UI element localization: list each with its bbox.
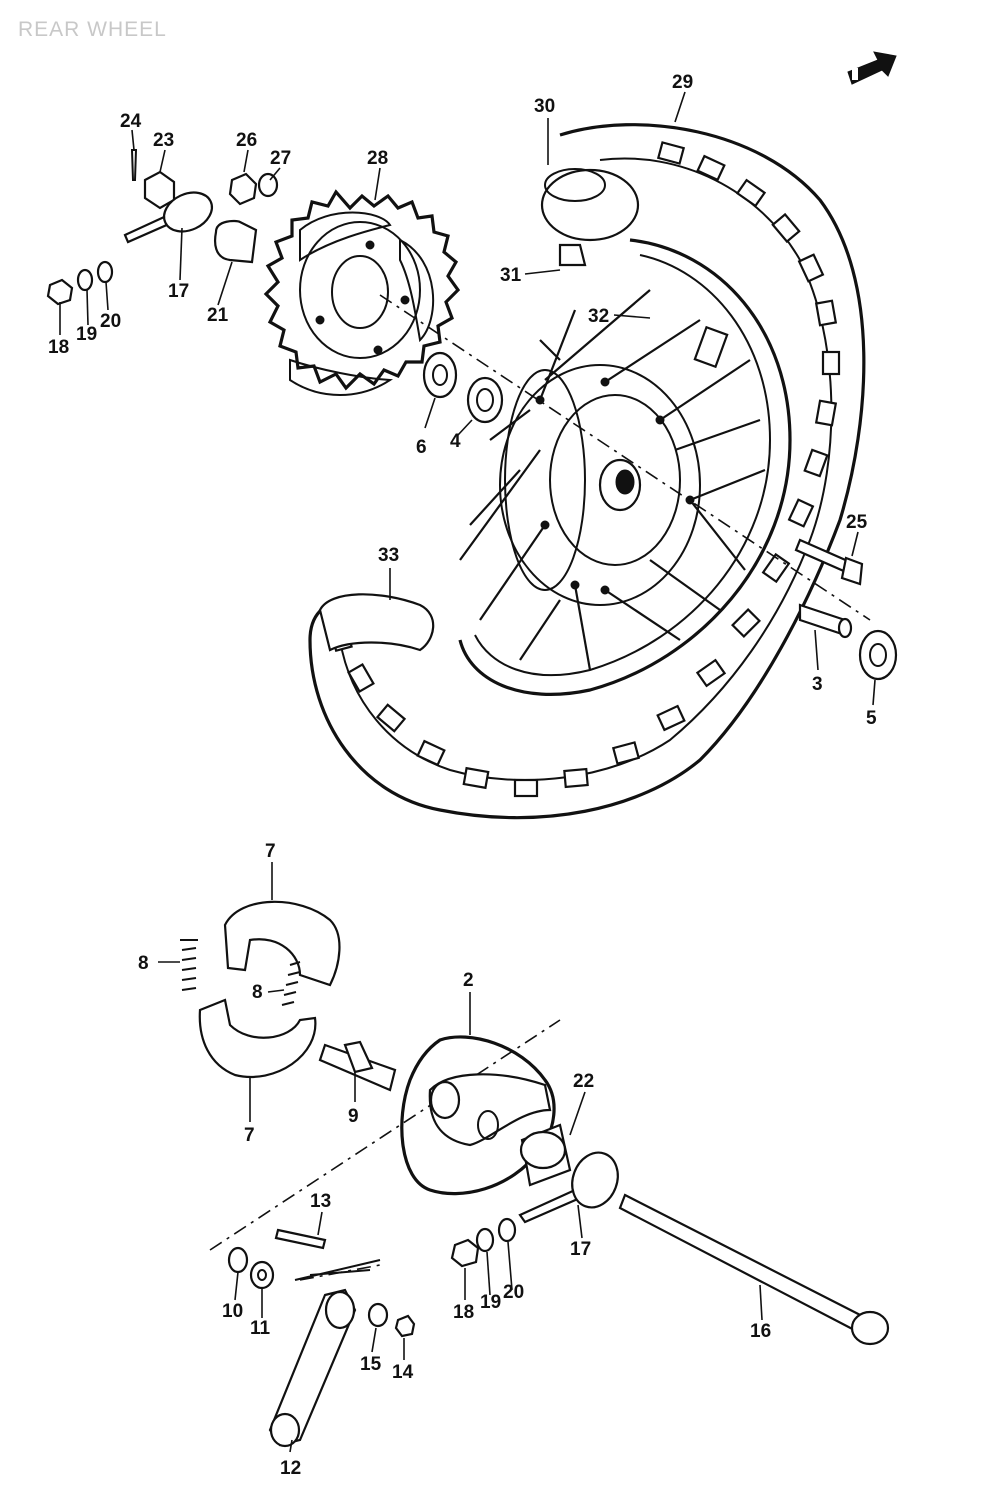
- callout-18: 18: [48, 337, 69, 358]
- callout-25: 25: [846, 512, 868, 533]
- callout-8-left: 8: [138, 953, 149, 974]
- bearing-4: [466, 376, 504, 424]
- callout-33: 33: [378, 545, 399, 566]
- spacer-22: [519, 1123, 572, 1187]
- hub: [499, 364, 701, 606]
- callout-10: 10: [222, 1301, 243, 1322]
- leader-lines: [59, 91, 876, 1453]
- callout-32: 32: [588, 306, 609, 327]
- brake-panel: [400, 1035, 556, 1196]
- callout-9: 9: [348, 1106, 359, 1127]
- springs: [180, 939, 301, 1006]
- callout-11: 11: [250, 1318, 271, 1339]
- callout-23: 23: [153, 130, 174, 151]
- bearing-6: [422, 351, 458, 399]
- callout-8-right: 8: [252, 982, 263, 1003]
- cam-shaft: [318, 1040, 397, 1092]
- callout-17-lower: 17: [570, 1239, 591, 1260]
- tube-section: [540, 168, 640, 242]
- callout-24: 24: [120, 111, 142, 132]
- torque-link-12: [268, 1259, 381, 1448]
- callout-7-lower: 7: [244, 1125, 255, 1146]
- callout-20-lower: 20: [503, 1282, 524, 1303]
- wheel-assembly: [308, 123, 866, 820]
- callout-7-upper: 7: [265, 841, 276, 862]
- axle-16: [618, 1193, 890, 1346]
- callout-12: 12: [280, 1458, 301, 1479]
- bearing-5: [858, 629, 898, 681]
- callout-27: 27: [270, 148, 291, 169]
- callout-2: 2: [463, 970, 474, 991]
- callout-14: 14: [392, 1362, 414, 1383]
- callout-29: 29: [672, 72, 693, 93]
- callout-15: 15: [360, 1354, 382, 1375]
- callout-26: 26: [236, 130, 257, 151]
- callout-20: 20: [100, 311, 121, 332]
- sprocket: [263, 189, 461, 396]
- callout-19-lower: 19: [480, 1292, 501, 1313]
- page-title: REAR WHEEL: [18, 18, 167, 41]
- callout-4: 4: [450, 431, 461, 452]
- callout-31: 31: [500, 265, 522, 286]
- brake-shoe-upper: [223, 900, 341, 987]
- bolt-25: [794, 538, 864, 586]
- spacer-3: [798, 603, 853, 639]
- callout-13: 13: [310, 1191, 331, 1212]
- hardware-upper-left: [46, 149, 279, 306]
- callout-28: 28: [367, 148, 388, 169]
- callout-labels: 29 30 31 32 28 24 23 26 27 17 21 18 19 2…: [48, 72, 877, 1479]
- callout-22: 22: [573, 1071, 594, 1092]
- spokes: [459, 289, 766, 671]
- callout-6: 6: [416, 437, 427, 458]
- callout-17: 17: [168, 281, 189, 302]
- callout-18-lower: 18: [453, 1302, 474, 1323]
- callout-21: 21: [207, 305, 229, 326]
- callout-19: 19: [76, 324, 97, 345]
- callout-5: 5: [866, 708, 877, 729]
- brake-shoe-lower: [198, 998, 317, 1078]
- adjuster-17-lower: [518, 1151, 619, 1224]
- front-arrow-icon: [847, 51, 897, 85]
- callout-3: 3: [812, 674, 823, 695]
- callout-16: 16: [750, 1321, 771, 1342]
- callout-30: 30: [534, 96, 555, 117]
